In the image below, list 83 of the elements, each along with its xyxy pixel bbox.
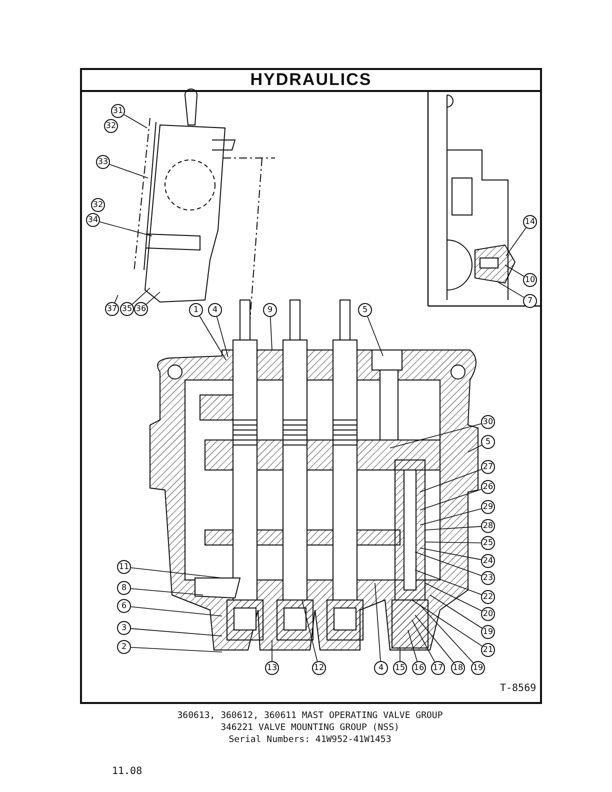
callout-number: 33 xyxy=(96,155,110,169)
callout-number: 2 xyxy=(117,640,131,654)
callout-number: 22 xyxy=(481,590,495,604)
callout-number: 29 xyxy=(481,500,495,514)
callout-number: 26 xyxy=(481,480,495,494)
callout-number: 1 xyxy=(189,303,203,317)
callout-number: 28 xyxy=(481,519,495,533)
callout-number: 10 xyxy=(523,273,537,287)
callout-number: 34 xyxy=(86,213,100,227)
callout-number: 6 xyxy=(117,599,131,613)
callout-number: 9 xyxy=(263,303,277,317)
leader-line xyxy=(146,292,160,305)
leader-line xyxy=(506,227,526,256)
leader-line xyxy=(420,604,474,664)
callout-number: 32 xyxy=(91,198,105,212)
leader-line xyxy=(216,316,228,358)
page-number: 11.08 xyxy=(112,766,142,777)
callout-number: 5 xyxy=(358,303,372,317)
callout-number: 20 xyxy=(481,607,495,621)
callout-number: 5 xyxy=(481,435,495,449)
callout-number: 3 xyxy=(117,621,131,635)
leader-line xyxy=(374,582,381,662)
callout-number: 37 xyxy=(105,302,119,316)
leader-line xyxy=(420,488,482,510)
leader-line xyxy=(414,552,482,576)
leader-line xyxy=(420,508,482,526)
callout-number: 30 xyxy=(481,415,495,429)
callout-number: 19 xyxy=(471,661,485,675)
leader-line xyxy=(498,282,524,298)
leader-line xyxy=(270,316,272,350)
leader-line xyxy=(130,588,204,596)
leader-line xyxy=(430,594,482,629)
leader-line xyxy=(408,630,418,662)
leader-line xyxy=(367,316,384,356)
caption-line: 360613, 360612, 360611 MAST OPERATING VALVE GROUP xyxy=(177,711,443,721)
caption-line: 346221 VALVE MOUNTING GROUP (NSS) xyxy=(220,723,400,733)
leader-line xyxy=(130,567,222,578)
leader-line xyxy=(124,114,148,128)
leader-line xyxy=(468,444,482,452)
callout-number: 4 xyxy=(208,303,222,317)
callout-number: 15 xyxy=(393,661,407,675)
callout-number: 13 xyxy=(265,661,279,675)
callout-number: 18 xyxy=(451,661,465,675)
leader-line xyxy=(420,548,482,560)
callout-number: 17 xyxy=(431,661,445,675)
leader-line xyxy=(99,221,152,236)
callout-number: 31 xyxy=(111,104,125,118)
callout-number: 8 xyxy=(117,581,131,595)
callout-number: 12 xyxy=(312,661,326,675)
callout-number: 24 xyxy=(481,554,495,568)
leader-line xyxy=(414,614,454,663)
callout-number: 27 xyxy=(481,460,495,474)
callout-number: 16 xyxy=(412,661,426,675)
leader-line xyxy=(114,294,118,303)
leader-line xyxy=(130,628,222,636)
leader-line xyxy=(424,582,482,612)
callout-number: 36 xyxy=(134,302,148,316)
callout-number: 23 xyxy=(481,571,495,585)
callout-number: 11 xyxy=(117,560,131,574)
leader-line xyxy=(412,620,436,662)
callout-number: 32 xyxy=(104,119,118,133)
leader-line xyxy=(199,316,226,360)
callout-number: 35 xyxy=(120,302,134,316)
callout-number: 7 xyxy=(523,294,537,308)
leader-line xyxy=(390,423,482,448)
leader-line xyxy=(130,646,222,652)
callout-number: 19 xyxy=(481,625,495,639)
leader-line xyxy=(130,606,222,616)
leader-line xyxy=(420,469,482,492)
callout-number: 25 xyxy=(481,536,495,550)
leader-line xyxy=(424,526,482,530)
leader-line xyxy=(412,600,483,647)
leader-line xyxy=(504,264,524,277)
callout-number: 14 xyxy=(523,215,537,229)
callout-number: 21 xyxy=(481,643,495,657)
page-title: HYDRAULICS xyxy=(249,70,373,90)
drawing-number: T-8569 xyxy=(500,683,536,694)
leader-line xyxy=(109,164,148,178)
callout-number: 4 xyxy=(374,661,388,675)
leader-line xyxy=(132,288,150,305)
caption-line: Serial Numbers: 41W952-41W1453 xyxy=(228,735,392,745)
leader-line xyxy=(414,570,482,595)
leader-line xyxy=(424,542,482,544)
